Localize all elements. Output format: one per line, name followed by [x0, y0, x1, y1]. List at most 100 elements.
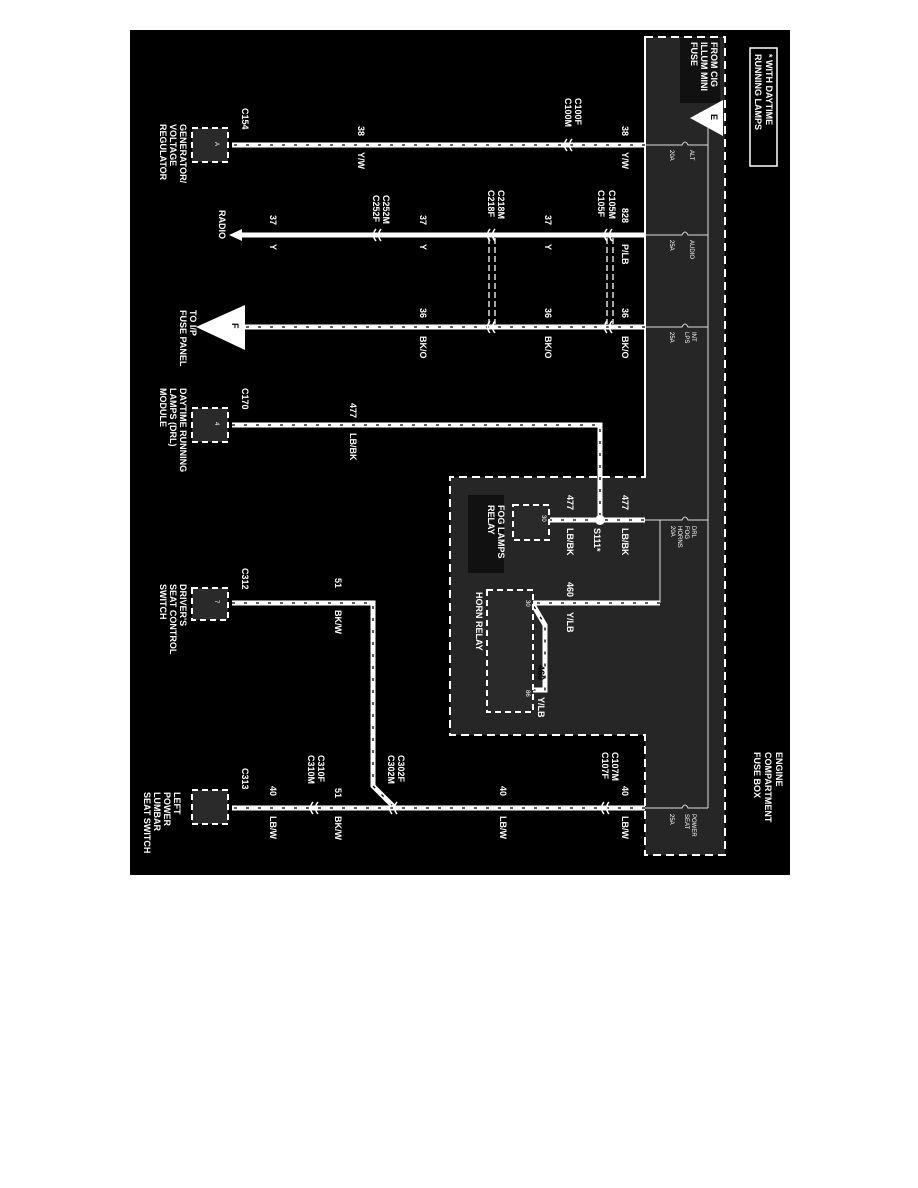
- fuse-name: FOG: [683, 526, 689, 539]
- connector-c100f: C100F: [573, 98, 583, 126]
- wire-51-circuit-2: 51: [333, 788, 343, 798]
- fog-relay-label-2: RELAY: [486, 505, 496, 535]
- drl-label-2: LAMPS (DRL): [168, 388, 178, 447]
- source-e-triangle-icon: [690, 100, 723, 136]
- wire-40-circuit: 40: [620, 786, 630, 796]
- fuse-name: SEAT: [683, 814, 689, 830]
- connector-c154: C154: [240, 108, 250, 130]
- wire-38-circuit: 38: [620, 126, 630, 136]
- connector-c313: C313: [240, 768, 250, 790]
- fog-relay-label-1: FOG LAMPS: [496, 505, 506, 559]
- connector-c218f: C218F: [486, 190, 496, 218]
- wire-37-color-2: Y: [418, 244, 428, 250]
- wire-828-circuit: 828: [620, 208, 630, 223]
- source-line-2: ILLUM MINI: [699, 42, 709, 91]
- wire-36-circuit-2: 36: [543, 308, 553, 318]
- fuse-rating: 25A: [668, 332, 674, 343]
- legend-box: [749, 47, 778, 167]
- generator-label-2: VOLTAGE: [168, 124, 178, 166]
- fog-lamps-relay: 30 FOG LAMPS RELAY: [468, 495, 550, 573]
- source-ref: E: [709, 114, 719, 120]
- fuse-audio: AUDIO 25A: [645, 231, 708, 259]
- drl-label-3: MODULE: [158, 388, 168, 427]
- wire-40-color-2: LB/W: [498, 816, 508, 839]
- fuse-rating: 25A: [668, 814, 674, 825]
- connector-symbols: [309, 138, 613, 815]
- fuse-name: ALT: [688, 150, 694, 161]
- wire-477-circuit-3: 477: [565, 495, 575, 510]
- fuse-rating: 20A: [669, 526, 675, 537]
- seat-control-switch: 7 DRIVER'S SEAT CONTROL SWITCH: [158, 584, 229, 655]
- fuse-box-title-2: COMPARTMENT: [763, 752, 773, 823]
- wire-460: [527, 520, 661, 693]
- wire-51-circuit: 51: [333, 578, 343, 588]
- lumbar-label-1: LEFT: [172, 792, 182, 815]
- wire-38-color: Y/W: [620, 152, 630, 170]
- fuse-power-seat: POWER SEAT 25A: [645, 804, 708, 837]
- connector-c310m: C310M: [306, 755, 316, 784]
- source-line-1: FROM CIG: [709, 42, 719, 87]
- fuse-rating: 20A: [668, 150, 674, 161]
- lumbar-seat-switch: LEFT POWER LUMBAR SEAT SWITCH: [142, 789, 229, 853]
- wire-38-circuit-2: 38: [356, 126, 366, 136]
- source-label-bg: [680, 38, 720, 103]
- wire-36-color-2: BK/O: [543, 336, 553, 359]
- wire-477-color-2: LB/BK: [620, 528, 630, 556]
- wire-38-color-2: Y/W: [356, 152, 366, 170]
- connector-c100m: C100M: [563, 98, 573, 127]
- wire-477-color: LB/BK: [348, 433, 358, 461]
- splice-s111: [595, 515, 605, 525]
- wire-51-color-2: BK/W: [333, 816, 343, 840]
- radio-label: RADIO: [217, 210, 227, 239]
- wire-477-circuit: 477: [348, 403, 358, 418]
- ip-fuse-ref: F: [230, 323, 240, 329]
- wire-37-circuit-2: 37: [418, 215, 428, 225]
- seat-control-label-2: SEAT CONTROL: [168, 584, 178, 655]
- fuse-name: LPS: [683, 332, 689, 343]
- legend-line-1: * WITH DAYTIME: [764, 54, 774, 125]
- lumbar-label-2: POWER: [162, 792, 172, 827]
- horn-relay-label: HORN RELAY: [474, 592, 484, 651]
- wire-37-circuit-3: 37: [268, 215, 278, 225]
- ip-fuse-label-1: TO I/P: [188, 310, 198, 336]
- wire-477: [232, 422, 645, 525]
- wire-37-color: Y: [543, 244, 553, 250]
- connector-c302m: C302M: [386, 755, 396, 784]
- wire-51-color: BK/W: [333, 610, 343, 634]
- legend-line-2: RUNNING LAMPS: [753, 54, 763, 130]
- generator-label-1: GENERATOR/: [178, 124, 188, 184]
- pin-label: 30: [540, 515, 546, 522]
- connector-c302f: C302F: [396, 755, 406, 783]
- connector-c218m: C218M: [496, 190, 506, 219]
- wire-36-color-3: BK/O: [418, 336, 428, 359]
- ip-fuse-f-triangle-icon: [196, 305, 245, 350]
- pin-label: 30: [524, 600, 530, 607]
- pin-label: A: [213, 142, 219, 146]
- connector-c107f: C107F: [600, 752, 610, 780]
- wire-36-circuit-3: 36: [418, 308, 428, 318]
- connector-c105f: C105F: [596, 190, 606, 218]
- fuse-box-title-1: ENGINE: [774, 752, 784, 787]
- wire-40-color-3: LB/W: [268, 816, 278, 839]
- horn-relay: 30 86 HORN RELAY: [474, 589, 534, 713]
- seat-control-label-3: SWITCH: [158, 584, 168, 620]
- radio-arrow-icon: [229, 229, 242, 241]
- wire-477-color-3: LB/BK: [565, 528, 575, 556]
- wire-37-circuit: 37: [543, 215, 553, 225]
- wire-460-color-2: Y/LB: [536, 697, 546, 718]
- splice-label: S111*: [592, 528, 602, 552]
- fuse-name: DRL: [690, 526, 696, 539]
- ip-fuse-panel: F TO I/P FUSE PANEL: [178, 305, 245, 367]
- fuse-box-title-3: FUSE BOX: [752, 752, 762, 798]
- lumbar-label-4: SEAT SWITCH: [142, 792, 152, 853]
- pin-label: 86: [524, 690, 530, 697]
- fuse-int-lps: INT LPS 25A: [645, 323, 708, 343]
- fuse-name: HORNS: [676, 526, 682, 548]
- wire-460-circuit: 460: [565, 582, 575, 597]
- fuse-rating: 25A: [668, 240, 674, 251]
- drl-module: 4 DAYTIME RUNNING LAMPS (DRL) MODULE: [158, 388, 229, 472]
- generator-label-3: REGULATOR: [158, 124, 168, 181]
- wire-460-color: Y/LB: [565, 612, 575, 633]
- wire-37: [229, 229, 645, 241]
- wire-40-color: LB/W: [620, 816, 630, 839]
